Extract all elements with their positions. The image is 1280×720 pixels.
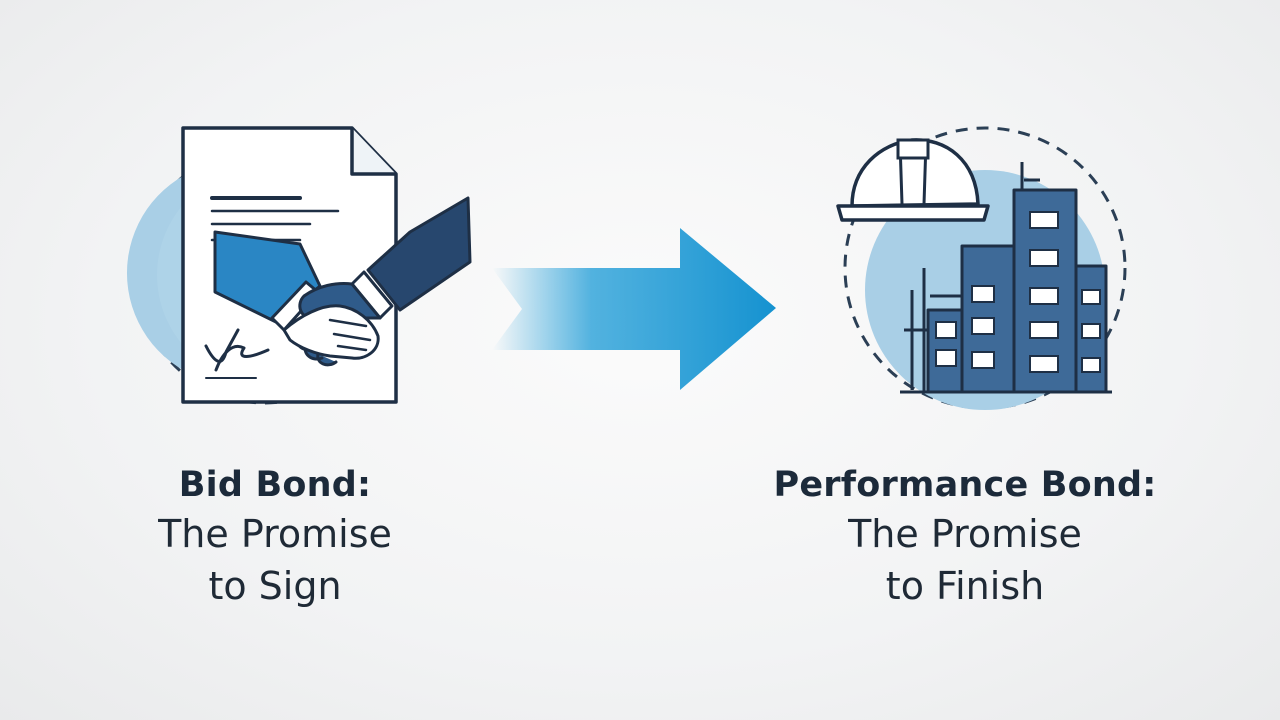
document-handshake-icon xyxy=(126,126,472,405)
performance-bond-line-2: to Finish xyxy=(885,564,1045,608)
bid-bond-line-2: to Sign xyxy=(208,564,342,608)
performance-bond-caption: Performance Bond: The Promise to Finish xyxy=(720,462,1210,612)
bid-bond-title: Bid Bond: xyxy=(178,465,372,505)
building-windows xyxy=(935,211,1101,373)
handshake-icon xyxy=(213,196,472,367)
construction-building-icon xyxy=(836,126,1127,410)
arrow-right-icon xyxy=(492,228,776,390)
hard-hat-icon xyxy=(836,138,990,222)
bid-bond-caption: Bid Bond: The Promise to Sign xyxy=(110,462,440,612)
signature-mark xyxy=(204,328,270,372)
performance-bond-title: Performance Bond: xyxy=(773,465,1157,505)
performance-bond-line-1: The Promise xyxy=(848,512,1082,556)
bid-bond-line-1: The Promise xyxy=(158,512,392,556)
